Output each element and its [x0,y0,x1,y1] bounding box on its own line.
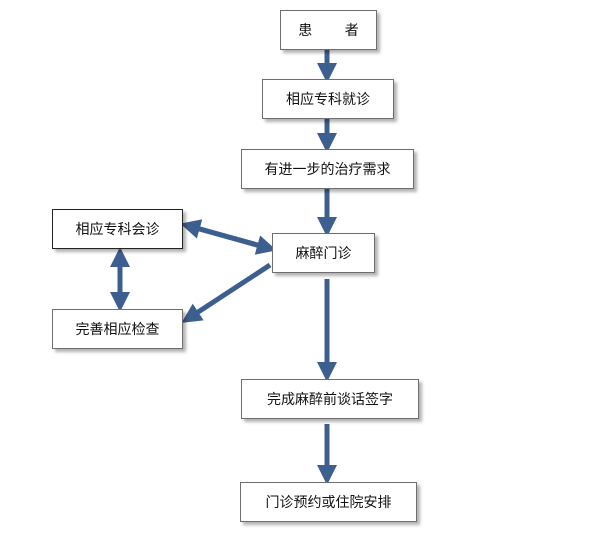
node-specialist-visit: 相应专科就诊 [262,79,394,119]
node-appointment: 门诊预约或住院安排 [240,482,417,522]
node-complete-exams: 完善相应检查 [52,309,183,349]
node-patient: 患 者 [280,10,377,50]
node-anesthesia-clinic: 麻醉门诊 [272,233,375,273]
arrow-clinic-to-exams [181,262,272,323]
node-specialist-consult: 相应专科会诊 [52,209,183,249]
arrow-consult-to-clinic [188,223,277,255]
node-further-treatment: 有进一步的治疗需求 [241,149,414,189]
node-preop-consent: 完成麻醉前谈话签字 [241,379,419,419]
